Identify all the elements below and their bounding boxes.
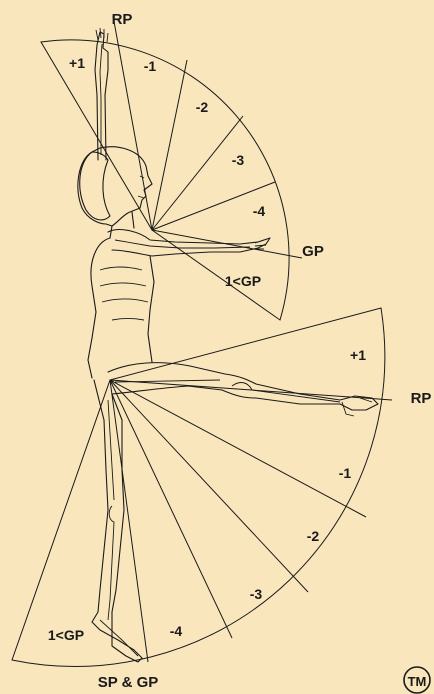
upper-segment-minus4: -4 [253,203,266,219]
upper-top-label: RP [112,11,133,28]
lower-top-label: +1 [350,347,366,363]
lower-segment-minus2: -2 [307,528,320,544]
upper-fan-divider-2 [152,60,187,230]
upper-segment-minus3: -3 [232,152,245,168]
upper-lower-label: 1<GP [225,273,261,289]
raised-hand-fingers [96,28,108,42]
human-figure [78,28,378,662]
upper-side-label: GP [302,243,324,260]
hair [80,152,110,220]
lower-side-label: RP [411,390,432,407]
lower-fan-outline [12,308,385,666]
lower-segment-minus4: -4 [170,623,183,639]
upper-segment-minus1: -1 [144,58,157,74]
extended-leg-bones [115,380,340,402]
lower-bottom-label: SP & GP [98,674,159,691]
upper-segment-minus2: -2 [196,99,209,115]
lower-segment-minus1: -1 [339,465,352,481]
lower-fan-divider-3 [110,380,308,592]
standing-leg-bones [108,400,114,620]
torso [88,238,154,378]
trademark-badge: TM [404,667,430,693]
standing-leg [92,380,142,662]
ribs [100,267,148,320]
upper-segment-plus1: +1 [69,55,85,71]
lower-bottom-left-label: 1<GP [48,627,84,643]
lower-fan-divider-4 [110,380,232,638]
trademark-text: TM [408,674,427,689]
lower-segment-minus3: -3 [250,586,263,602]
lower-fan-divider-5 [110,380,148,662]
lower-fan [12,308,392,666]
upper-fan-divider-3 [152,116,243,230]
raised-arm-bone [100,44,102,155]
